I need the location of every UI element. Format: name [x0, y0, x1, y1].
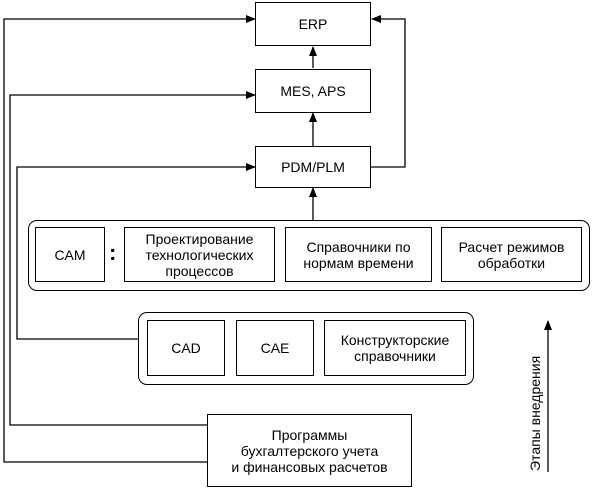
cad-box: CAD — [147, 320, 225, 376]
accounting-programs-box: Программы бухгалтерского учета и финансо… — [207, 414, 412, 487]
arrow-pdmplm-to-erp — [370, 15, 406, 168]
processing-modes-box: Расчет режимов обработки — [441, 227, 582, 282]
cam-separator: : — [109, 240, 117, 265]
cad-group — [138, 312, 474, 385]
cae-box: CAE — [236, 320, 314, 376]
erp-box: ERP — [255, 2, 371, 46]
pdm-plm-box: PDM/PLM — [255, 146, 371, 188]
cam-box: CAM — [35, 227, 105, 282]
mes-aps-box: MES, APS — [255, 69, 371, 113]
time-norms-refs-box: Справочники по нормам времени — [285, 227, 432, 282]
cam-group — [28, 220, 590, 291]
arrow-cad-group-to-pdmplm — [16, 163, 256, 340]
implementation-stages-label: Этапы внедрения — [527, 355, 543, 471]
tech-process-design-box: Проектирование технологических процессов — [124, 227, 275, 282]
design-refs-box: Конструкторские справочники — [324, 320, 466, 376]
arrow-accounting-to-mesaps — [9, 91, 256, 426]
arrow-accounting-to-erp — [3, 15, 256, 463]
